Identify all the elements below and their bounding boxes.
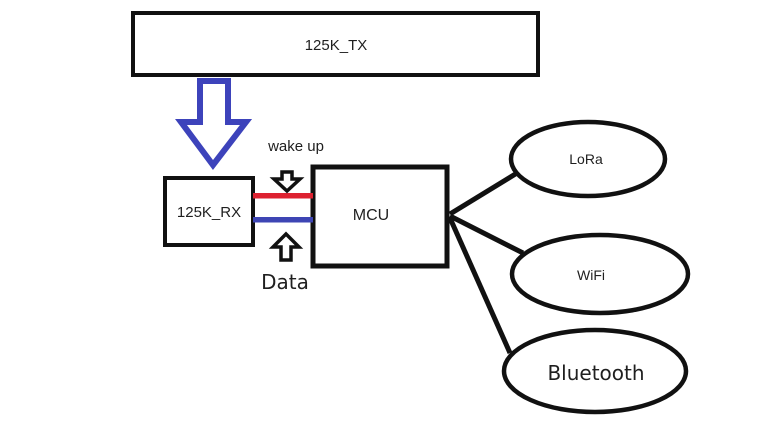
blue-wire [253, 217, 313, 223]
bluetooth-label: Bluetooth [547, 361, 644, 385]
data-up-arrow-icon [268, 231, 304, 262]
mcu-box [310, 164, 450, 269]
down-block-arrow-icon [175, 78, 253, 170]
wake-up-label: wake up [267, 138, 324, 155]
bluetooth-ellipse [501, 327, 689, 415]
wifi-ellipse [509, 232, 691, 316]
connector-mcu-lora [448, 170, 519, 217]
tx-label: 125K_TX [305, 37, 368, 54]
lora-ellipse [508, 119, 668, 199]
wifi-label: WiFi [577, 267, 605, 283]
wake-up-down-arrow-icon [269, 170, 305, 194]
rx-label: 125K_RX [177, 204, 241, 221]
mcu-label: MCU [353, 207, 389, 224]
data-label: Data [261, 270, 309, 294]
tx-box [131, 11, 540, 77]
connector-mcu-bluetooth [447, 216, 513, 355]
red-wire [253, 193, 313, 199]
connector-mcu-wifi [448, 213, 525, 256]
rx-box [163, 176, 255, 247]
lora-label: LoRa [569, 151, 603, 167]
